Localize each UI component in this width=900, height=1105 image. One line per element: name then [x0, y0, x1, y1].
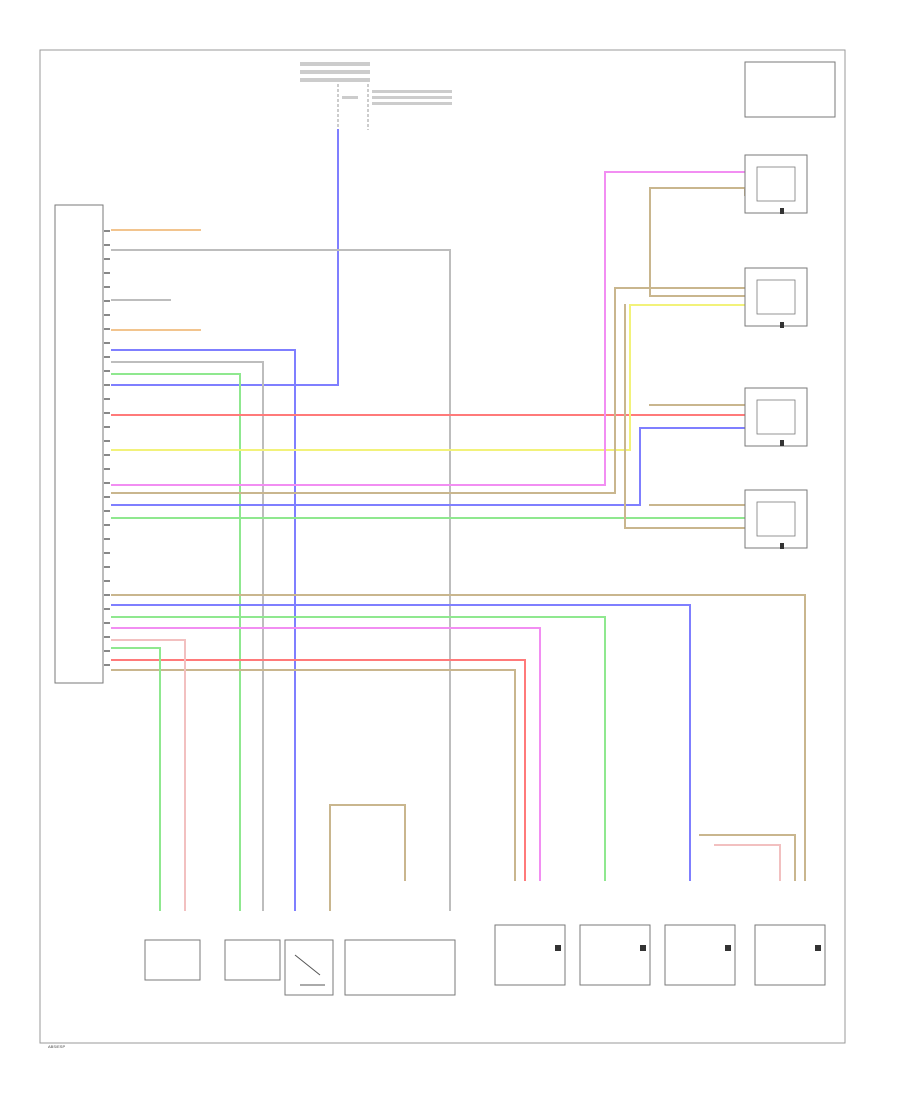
wire-green-lower — [111, 616, 606, 881]
wire-tan-lower-2 — [111, 669, 516, 881]
wire-green-sensor — [111, 373, 241, 911]
switch-symbol-icon — [294, 954, 325, 986]
wire-red-lower — [111, 659, 526, 881]
wire-pink-lower — [111, 627, 541, 881]
wire-tan-link — [649, 187, 746, 297]
wire-pink-left — [111, 639, 186, 911]
right-sensors — [744, 61, 836, 549]
ground-symbol-icon — [780, 208, 784, 549]
diagram-frame — [39, 49, 846, 1044]
wire-blue-bus — [111, 427, 746, 506]
wire-tan-brake — [329, 804, 406, 881]
sensor-symbol-icon — [555, 945, 821, 951]
wire-gray-mid — [111, 361, 264, 911]
wire-tan-upper — [649, 187, 746, 196]
wire-tan-bus — [111, 287, 746, 494]
wire-pink-bus — [111, 171, 746, 486]
wire-tan-lower — [624, 304, 746, 529]
control-module-pins — [104, 230, 110, 666]
corner-label: ABS/ESP — [48, 1044, 65, 1049]
wire-tan-lower-1 — [111, 594, 806, 881]
wire-gray-long — [111, 249, 451, 911]
wire-blue-switch — [111, 349, 296, 911]
wire-blue-feed — [111, 129, 339, 386]
wire-blue-lower — [111, 604, 691, 881]
wire-green-left — [111, 647, 161, 911]
bottom-components — [144, 924, 826, 996]
wire-tan-rr-sensor — [699, 834, 796, 881]
wire-pink-rr-sensor — [714, 844, 781, 881]
wire-yellow-bus — [111, 304, 746, 451]
control-module — [54, 204, 104, 684]
power-feed — [300, 62, 452, 130]
